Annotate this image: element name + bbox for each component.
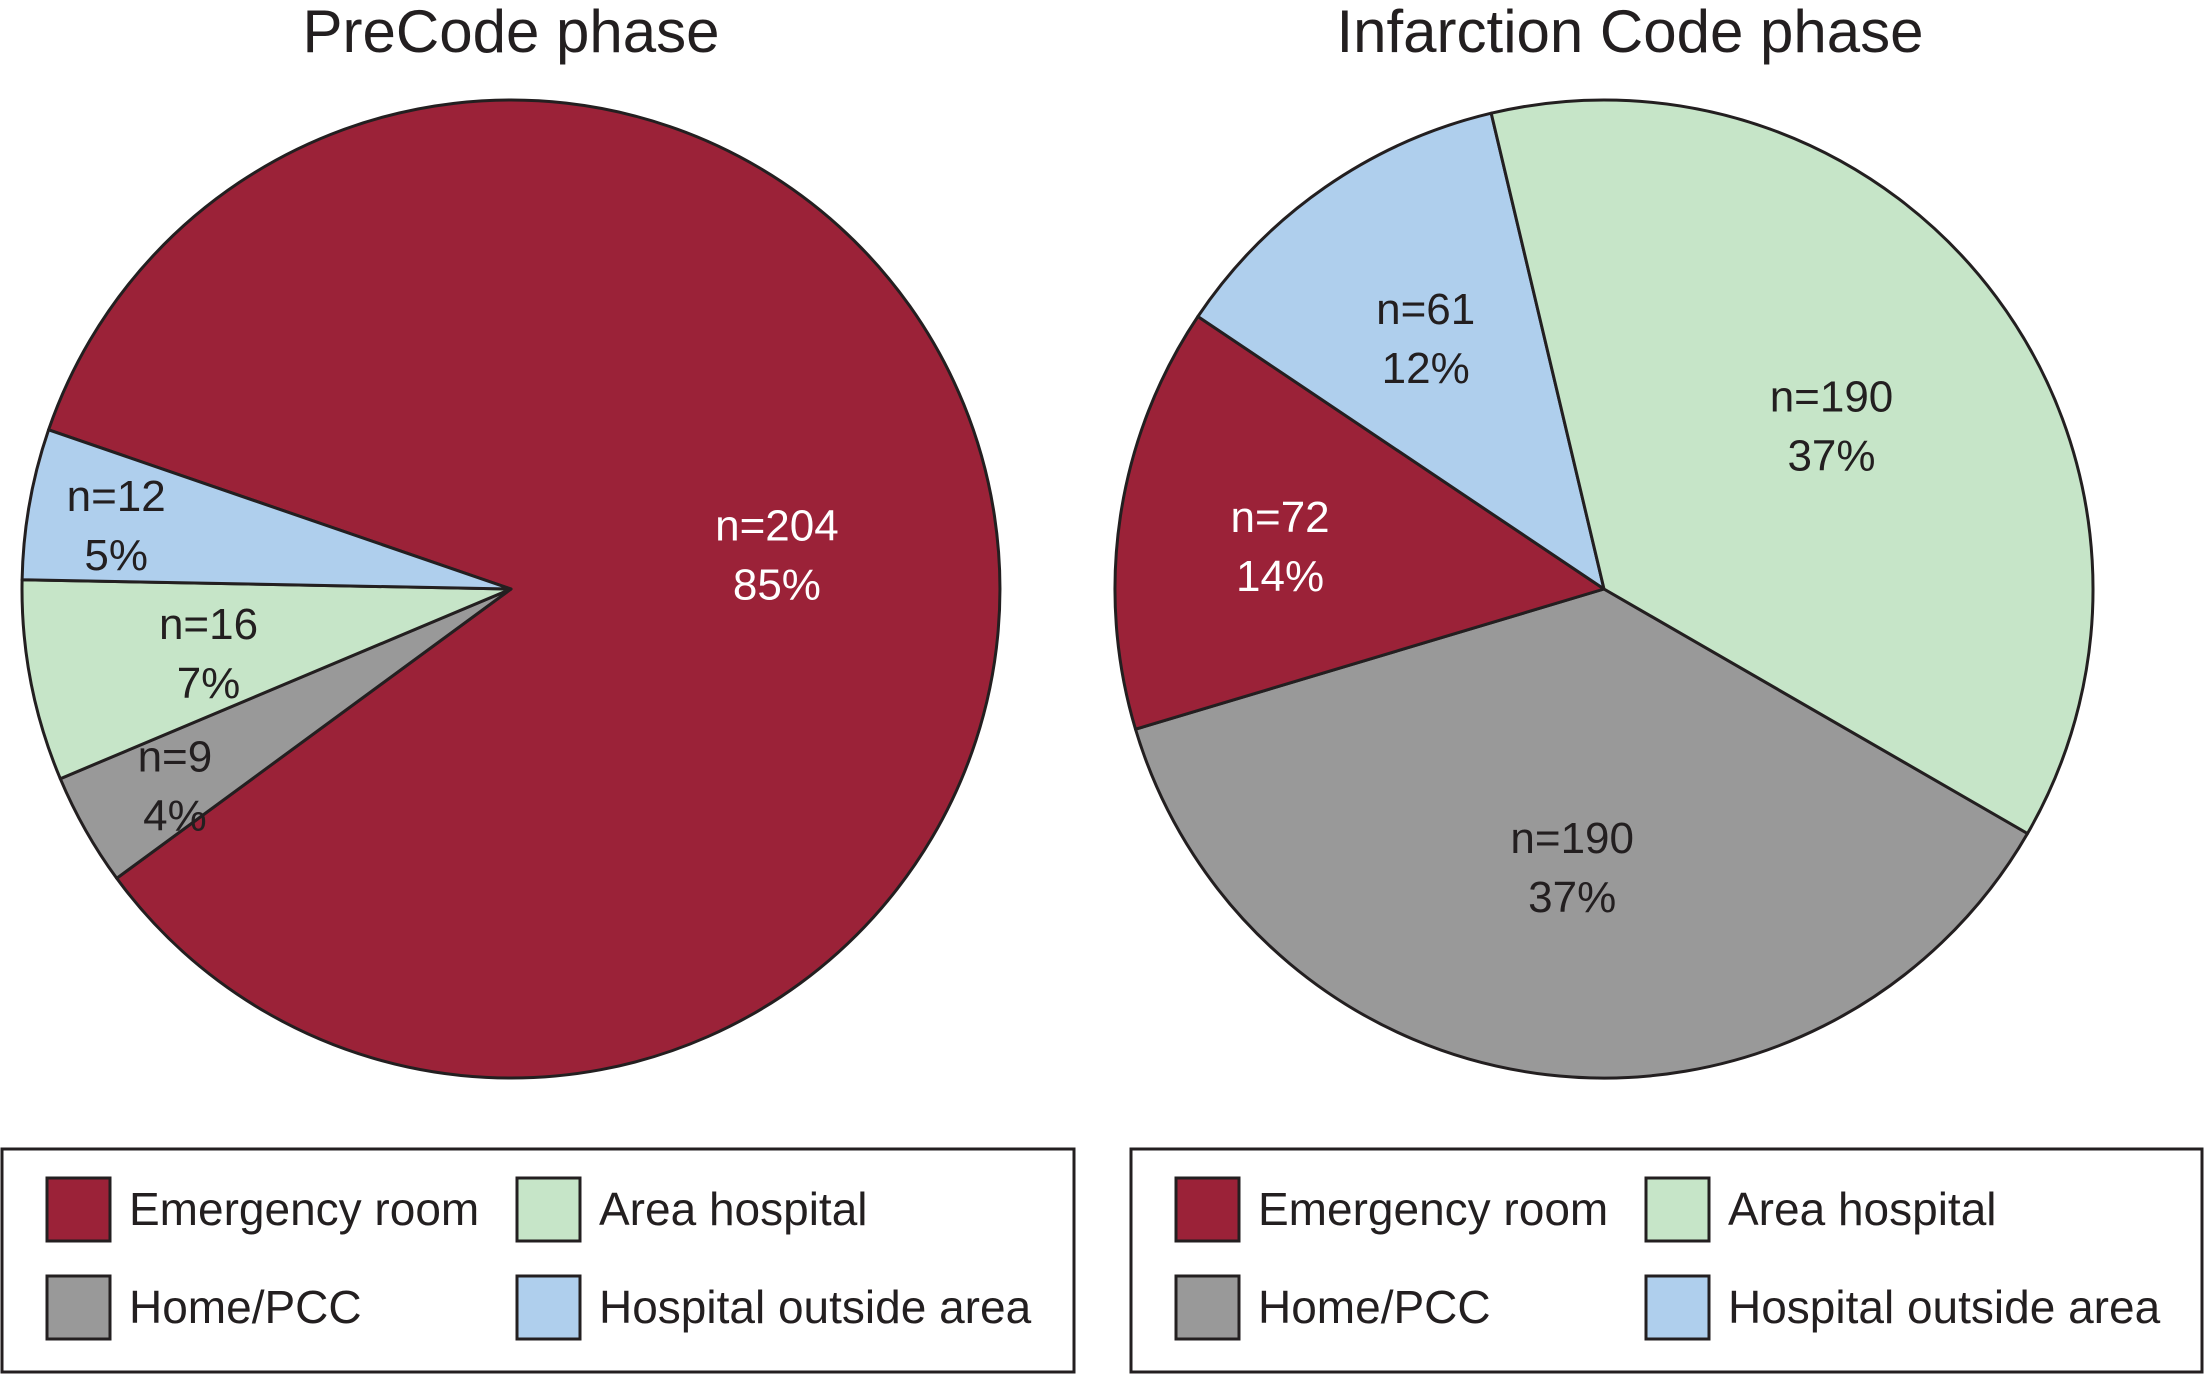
pie-slice-emergency-room: [1113, 315, 1606, 731]
slice-percent-label: 37%: [1787, 432, 1875, 481]
legend-label-area-hospital: Area hospital: [599, 1183, 868, 1235]
legend-swatch-area-hospital: [1644, 1176, 1711, 1243]
pie-labels: n=190 37% n=72 14% n=61 12% n=190 37%: [1231, 285, 1894, 922]
precode-pie-chart: PreCode phase n=20485%n=94%n=167%n=125% …: [0, 0, 1076, 1374]
pie-slice-area-hospital: [20, 578, 513, 781]
legend-swatch-hospital-outside-area: [515, 1274, 582, 1341]
legend-label-home-pcc: Home/PCC: [129, 1281, 362, 1333]
slice-count-label: n=12: [67, 472, 166, 521]
slice-percent-label: 4%: [143, 792, 207, 841]
legend-label-hospital-outside-area: Hospital outside area: [599, 1281, 1032, 1333]
legend-label-emergency-room: Emergency room: [129, 1183, 479, 1235]
legend-swatch-home-pcc: [1174, 1274, 1241, 1341]
slice-count-label: n=16: [159, 600, 258, 649]
legend-label-home-pcc: Home/PCC: [1258, 1281, 1491, 1333]
pie-labels: n=204 85% n=9 4% n=16 7% n=12 5%: [67, 472, 839, 840]
slice-count-label: n=9: [138, 733, 213, 782]
pie-slices: [20, 98, 1002, 1080]
slice-percent-label: 7%: [177, 659, 241, 708]
infarction-code-pie-chart: Infarction Code phase n=190 37% n=72 14% n=6…: [1113, 0, 2204, 1374]
slice-percent-label: 12%: [1382, 344, 1470, 393]
slice-count-label: n=204: [715, 502, 839, 551]
pie-slice-home-pcc: [1134, 587, 2029, 1080]
legend-swatch-emergency-room: [45, 1176, 112, 1243]
legend-label-area-hospital: Area hospital: [1728, 1183, 1997, 1235]
legend-label-hospital-outside-area: Hospital outside area: [1728, 1281, 2161, 1333]
slice-count-label: n=72: [1231, 493, 1330, 542]
slice-count-label: n=190: [1770, 373, 1894, 422]
slice-percent-label: 85%: [733, 561, 821, 610]
pie-slice-emergency-room: [47, 98, 1002, 1080]
slice-percent-label: 5%: [84, 531, 148, 580]
pie-slice-hospital-outside-area: [20, 428, 513, 591]
legend-swatch-home-pcc: [45, 1274, 112, 1341]
legend-swatch-area-hospital: [515, 1176, 582, 1243]
slice-count-label: n=61: [1376, 285, 1475, 334]
chart-title: PreCode phase: [303, 0, 720, 65]
legend-swatch-hospital-outside-area: [1644, 1274, 1711, 1341]
pie-slice-area-hospital: [1489, 98, 2095, 835]
slice-count-label: n=190: [1510, 814, 1634, 863]
pie-slices: [1113, 98, 2095, 1080]
slice-percent-label: 37%: [1528, 873, 1616, 922]
slice-percent-label: 14%: [1236, 552, 1324, 601]
legend-label-emergency-room: Emergency room: [1258, 1183, 1608, 1235]
chart-title: Infarction Code phase: [1336, 0, 1923, 65]
pie-slice-hospital-outside-area: [1196, 111, 1606, 591]
legend-swatch-emergency-room: [1174, 1176, 1241, 1243]
